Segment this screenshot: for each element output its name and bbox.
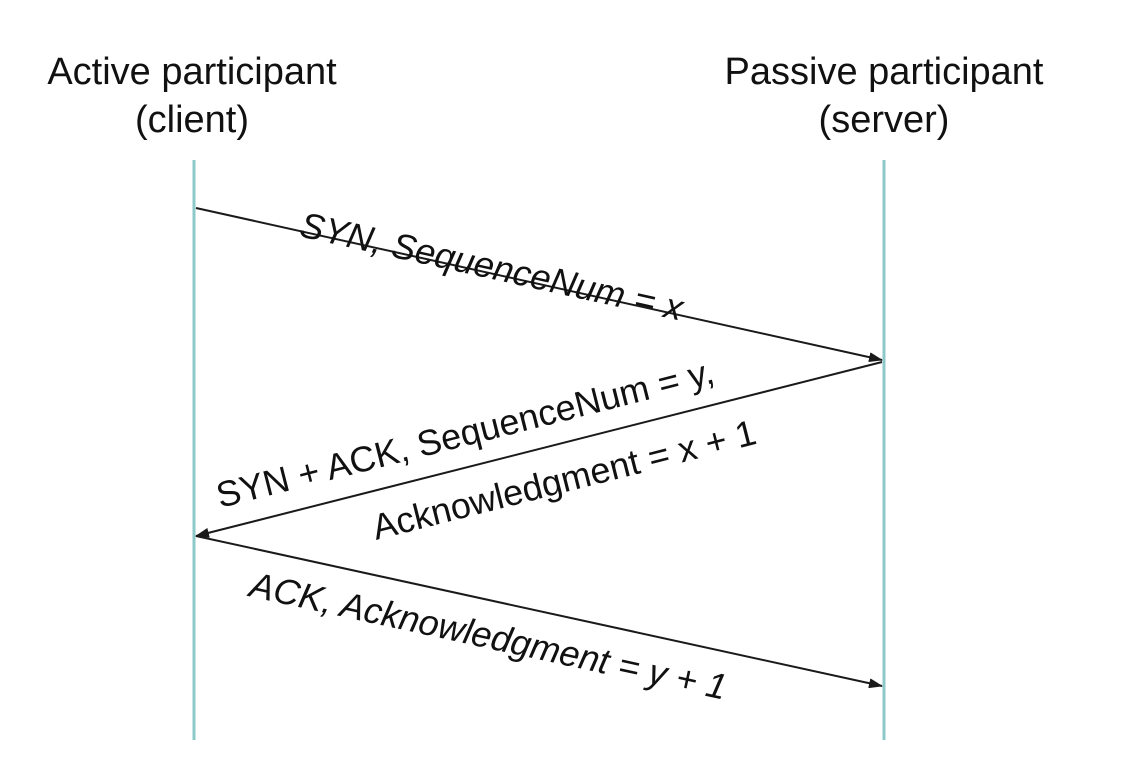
client-participant: Active participant (client) <box>47 51 337 141</box>
syn-label: SYN, SequenceNum = x <box>296 204 689 329</box>
message-ack: ACK, Acknowledgment = y + 1 <box>195 535 883 708</box>
server-name-label: (server) <box>819 99 950 141</box>
ack-label: ACK, Acknowledgment = y + 1 <box>244 563 730 707</box>
server-participant: Passive participant (server) <box>725 51 1044 141</box>
message-syn: SYN, SequenceNum = x <box>195 204 883 363</box>
client-name-label: (client) <box>135 99 249 141</box>
syn-arrow <box>195 207 883 363</box>
ack-arrow <box>195 535 883 689</box>
client-role-label: Active participant <box>47 51 337 93</box>
syn-ack-arrow <box>195 361 883 538</box>
server-role-label: Passive participant <box>725 51 1044 93</box>
message-syn-ack: SYN + ACK, SequenceNum = y, Acknowledgme… <box>195 351 883 548</box>
